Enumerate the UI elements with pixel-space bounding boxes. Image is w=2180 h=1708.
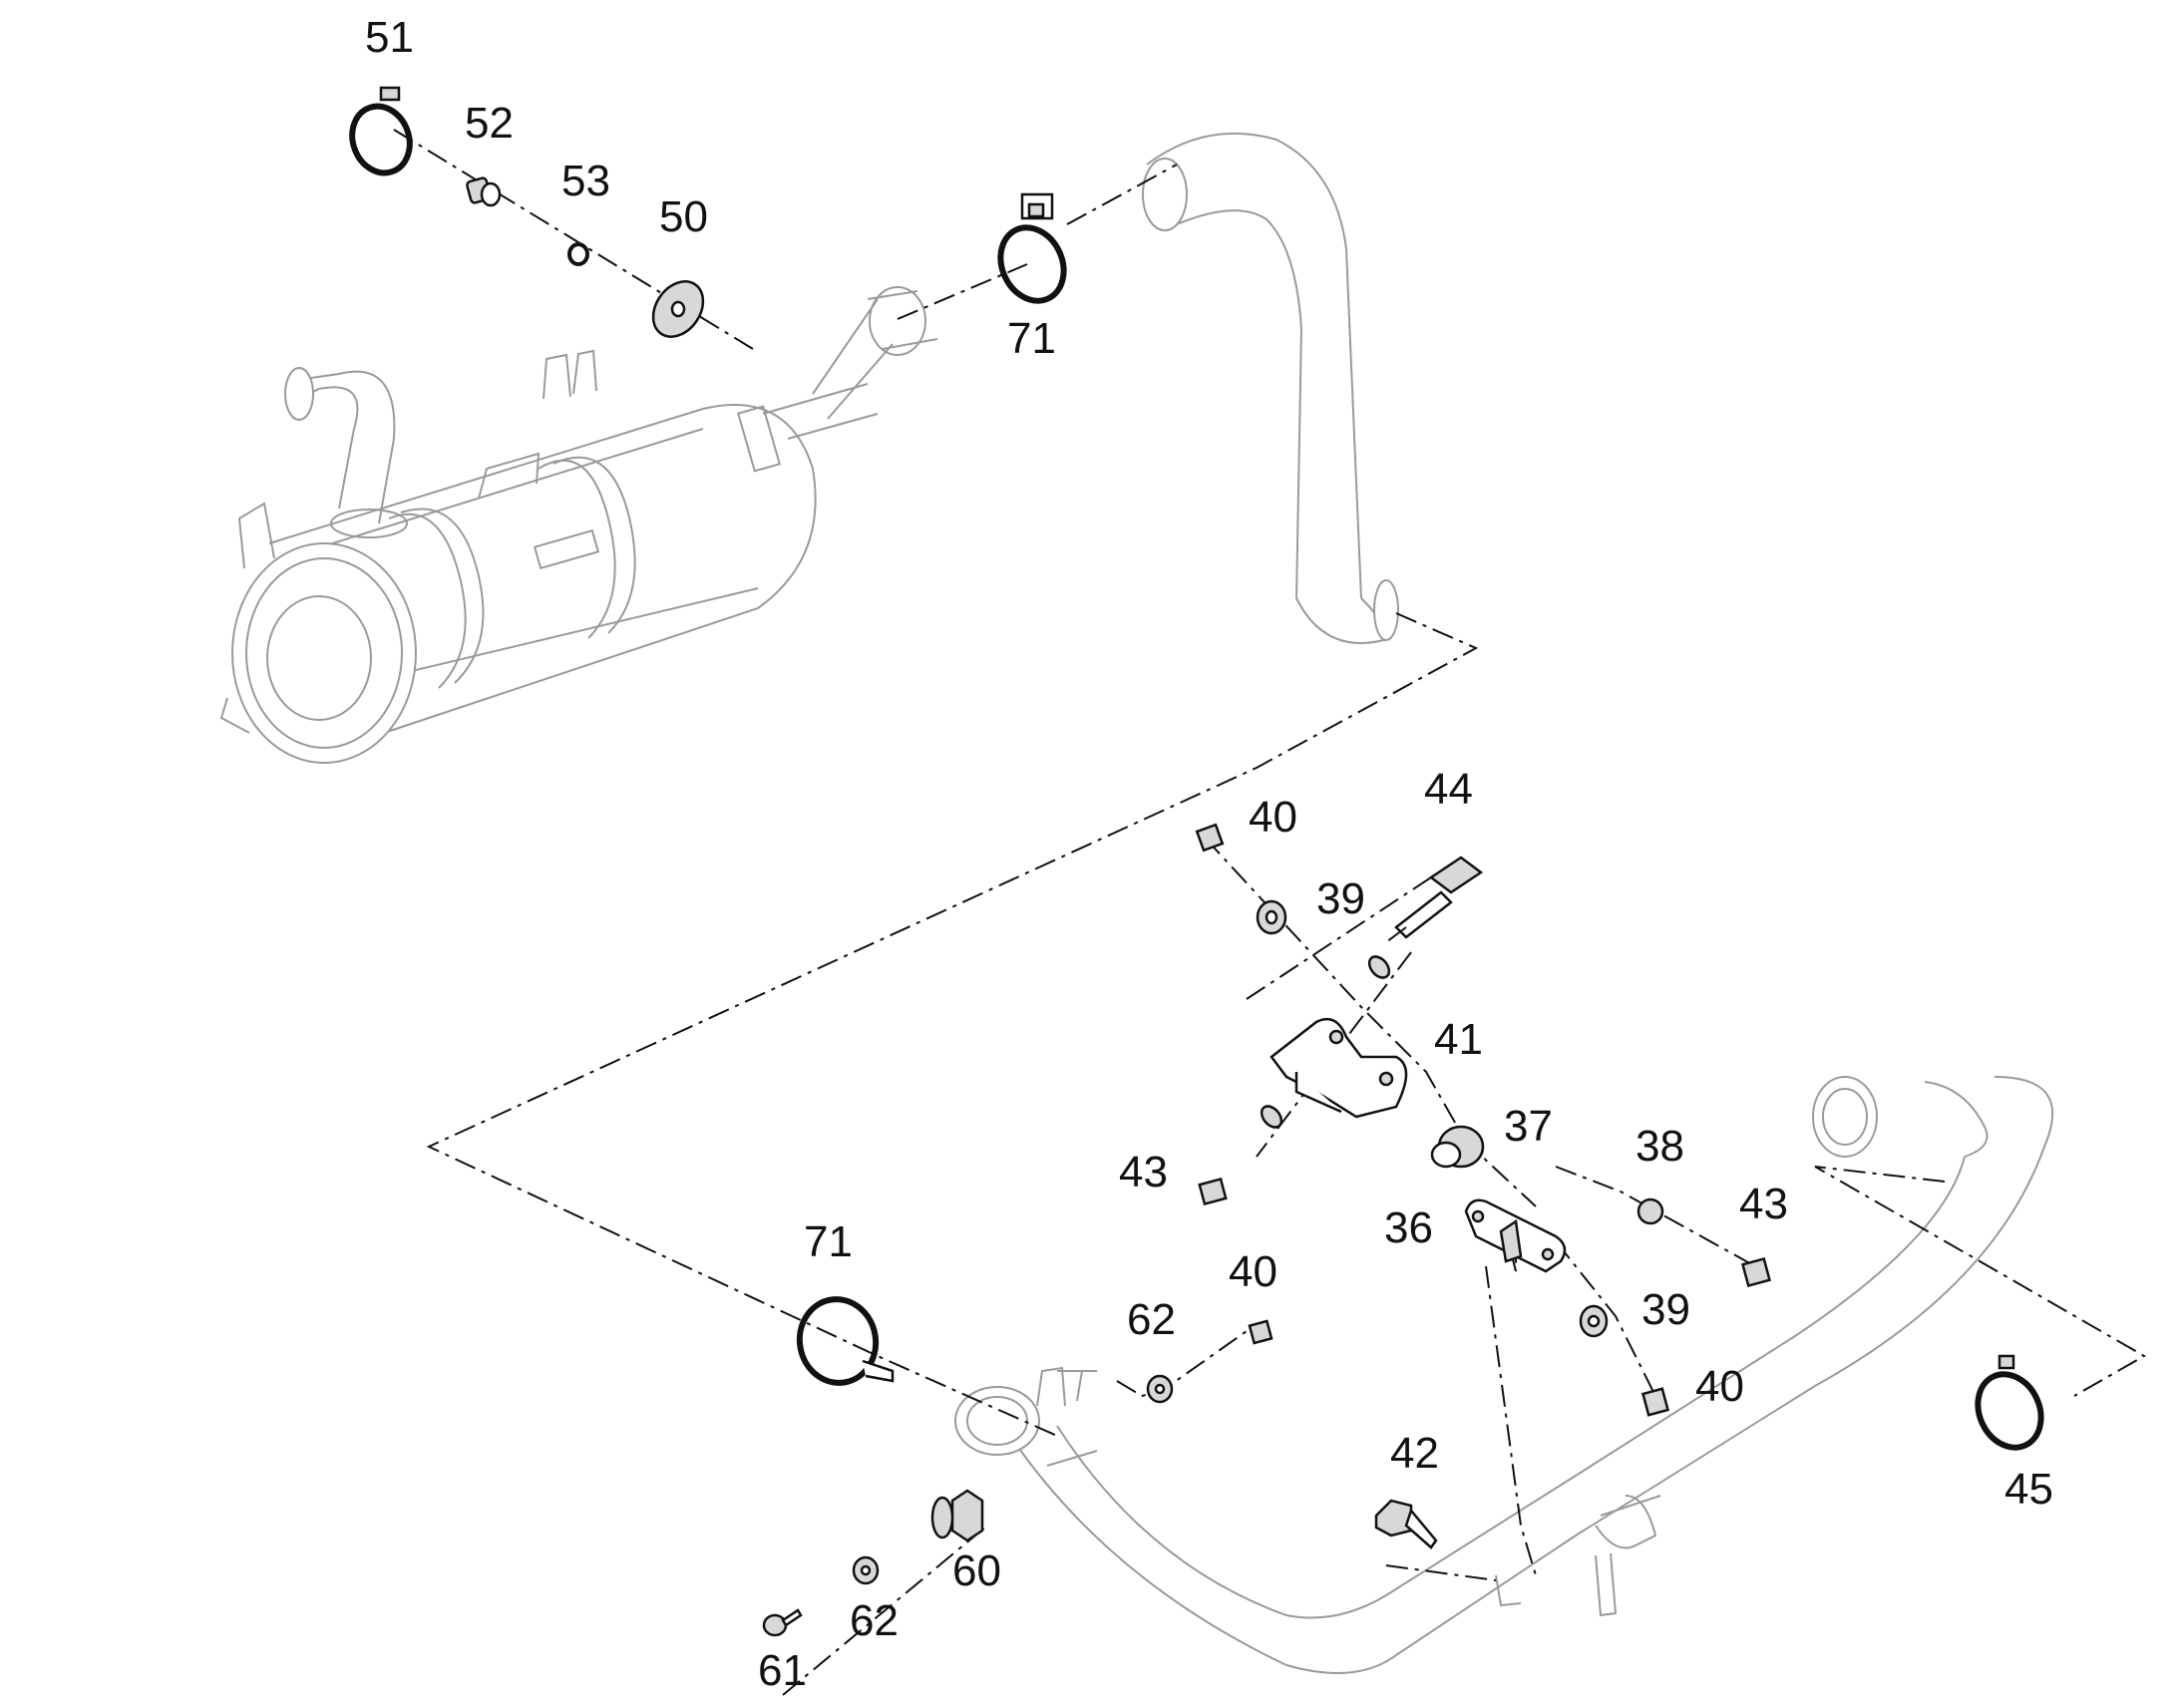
bolt-61 (762, 1608, 803, 1637)
gasket-50 (651, 280, 705, 338)
lower-exhaust-pipe (954, 1076, 2054, 1674)
callout-41: 41 (1434, 1015, 1483, 1064)
hose-clamp-45 (1975, 1354, 2044, 1451)
washer-39-top (1256, 899, 1287, 935)
aftertreatment-canister (219, 286, 938, 764)
callout-51: 51 (365, 13, 414, 62)
callout-62-lower: 62 (850, 1596, 899, 1645)
callout-38: 38 (1635, 1122, 1684, 1171)
band-clamp-71-lower (796, 1296, 895, 1386)
washer-39-lower (1579, 1304, 1609, 1338)
fitting-52 (466, 176, 502, 207)
callout-60: 60 (952, 1546, 1001, 1595)
washer-38 (1636, 1197, 1664, 1225)
bracket-41 (1270, 1017, 1408, 1119)
o-ring-53 (567, 242, 589, 266)
bolt-44 (1385, 855, 1484, 943)
nut-40-top (1195, 823, 1225, 853)
callout-43-left: 43 (1119, 1148, 1168, 1196)
callout-40-center: 40 (1229, 1247, 1277, 1296)
callout-37: 37 (1504, 1102, 1553, 1151)
nut-43-left (1198, 1177, 1228, 1206)
callout-52: 52 (465, 99, 514, 148)
callout-40-top: 40 (1249, 793, 1297, 842)
hose-clamp-51 (349, 86, 413, 176)
callout-39-top: 39 (1316, 874, 1365, 923)
nut-40-center (1248, 1319, 1273, 1345)
strap-bracket-36 (1464, 1198, 1567, 1273)
callout-62-upper: 62 (1127, 1295, 1176, 1344)
callout-40-lower-right: 40 (1695, 1362, 1744, 1411)
callout-36: 36 (1384, 1203, 1433, 1252)
callout-39-lower: 39 (1641, 1285, 1690, 1334)
nut-43-right (1740, 1256, 1772, 1288)
washer-62-upper (1146, 1374, 1174, 1404)
washer-62-lower (852, 1555, 880, 1585)
spacer-44 (1367, 955, 1391, 979)
callout-71-lower: 71 (804, 1217, 853, 1266)
bolt-42 (1374, 1499, 1438, 1549)
callout-42: 42 (1390, 1429, 1439, 1478)
callout-71-upper: 71 (1007, 314, 1056, 363)
callout-61: 61 (758, 1646, 807, 1695)
callout-53: 53 (561, 157, 610, 205)
spacer-41 (1260, 1105, 1283, 1129)
callout-50: 50 (659, 192, 708, 241)
callout-43-right: 43 (1739, 1180, 1788, 1228)
callout-44: 44 (1424, 765, 1473, 814)
nut-40-lower-right (1640, 1387, 1670, 1417)
isolator-37 (1430, 1125, 1485, 1169)
upper-bent-pipe (1142, 132, 1399, 644)
callout-45: 45 (2004, 1465, 2053, 1514)
band-clamp-71-upper (997, 192, 1067, 304)
isolator-60 (930, 1489, 984, 1542)
